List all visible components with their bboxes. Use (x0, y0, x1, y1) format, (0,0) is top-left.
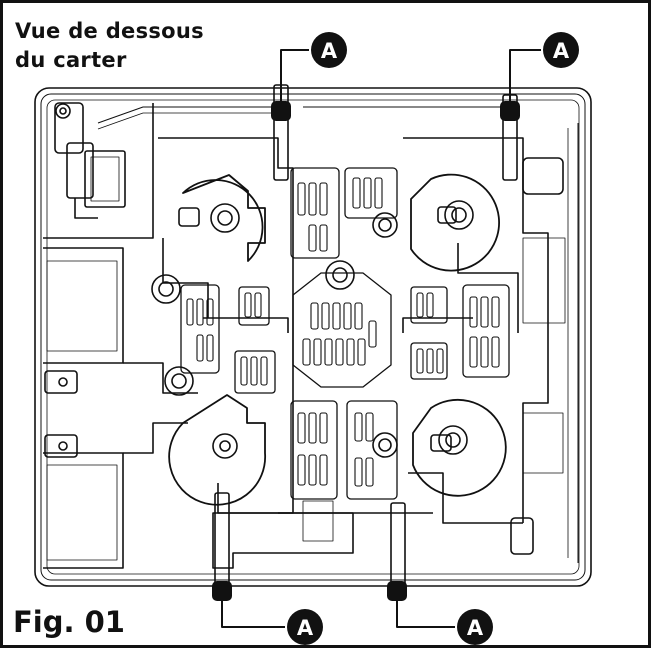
fixing-bolts (212, 101, 520, 601)
callout-badge-bottom-right: A (457, 609, 493, 645)
callout-label: A (321, 39, 338, 63)
carter-underside-drawing: A A A A (34, 32, 592, 645)
burner-cups (168, 173, 507, 506)
gas-valve-block (54, 102, 126, 219)
callout-label: A (553, 39, 570, 63)
callout-leaders (221, 49, 541, 628)
left-panels (43, 103, 154, 569)
diagram-title: Vue de dessous du carter (15, 17, 204, 75)
fixing-lugs (44, 370, 78, 458)
vent-grilles (180, 167, 510, 500)
injector-rings (151, 212, 398, 458)
right-side-parts (510, 157, 566, 555)
title-line-2: du carter (15, 48, 127, 72)
callout-label: A (467, 616, 484, 640)
callout-label: A (297, 616, 314, 640)
callout-badge-bottom-left: A (287, 609, 323, 645)
central-ribs (123, 137, 549, 524)
callout-badge-top-left: A (311, 32, 347, 68)
title-line-1: Vue de dessous (15, 19, 204, 43)
housing-outline (34, 87, 592, 587)
callout-badge-top-right: A (543, 32, 579, 68)
figure-label: Fig. 01 (13, 605, 125, 639)
control-plate (212, 500, 354, 569)
grille-slots (186, 177, 500, 487)
